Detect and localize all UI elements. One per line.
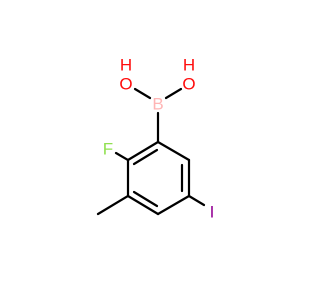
double-bond-inner-c3-c4 xyxy=(132,190,159,208)
bond-c4-c5 xyxy=(156,194,191,216)
bond-c3-methyl xyxy=(96,194,130,216)
atom-label-iodine: I xyxy=(210,203,215,222)
bond-c5-iodine xyxy=(187,194,206,207)
double-bond-inner-c1-c2 xyxy=(132,148,159,166)
atom-label-h-right: H xyxy=(183,56,195,75)
atom-label-fluorine: F xyxy=(103,140,113,159)
bond-c2-fluorine xyxy=(114,151,130,162)
atom-label-boron: B xyxy=(152,95,163,114)
bond-boron-o-left xyxy=(133,87,152,100)
atom-label-o-right: O xyxy=(182,75,195,94)
bond-c3-c4 xyxy=(126,194,160,216)
atom-label-o-left: O xyxy=(119,75,132,94)
bond-boron-o-right xyxy=(164,87,183,100)
structure-svg: H O H O B F I xyxy=(96,56,215,222)
bond-c6-c1 xyxy=(156,140,191,162)
bond-c1-c2 xyxy=(126,140,160,162)
molecule-diagram: H O H O B F I xyxy=(96,56,215,222)
atom-label-h-left: H xyxy=(120,56,132,75)
